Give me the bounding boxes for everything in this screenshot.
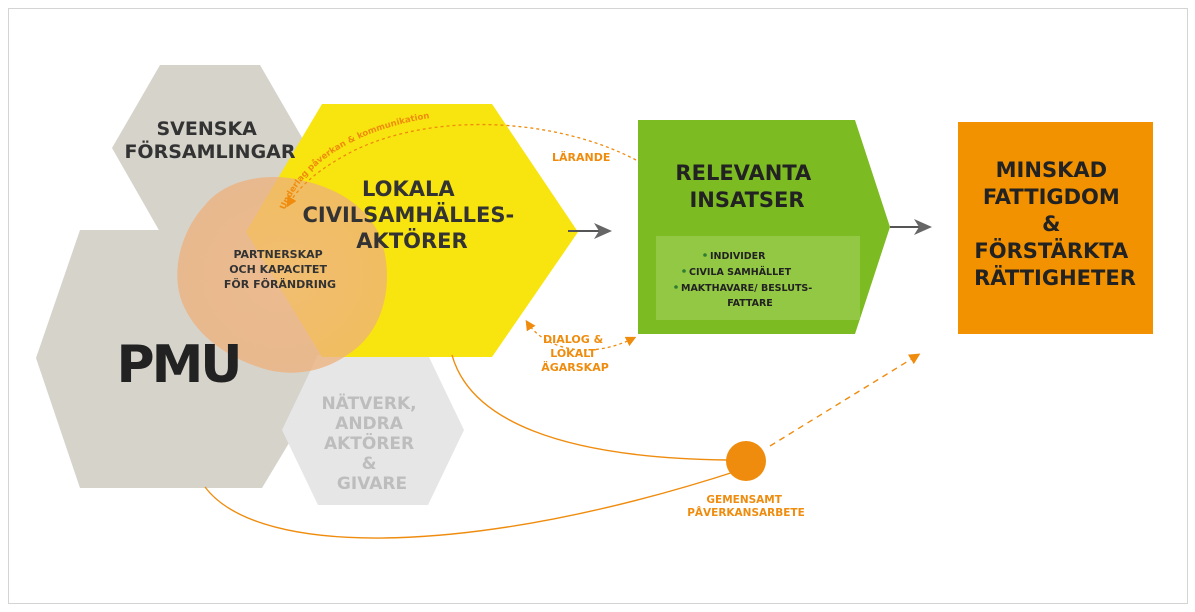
larande-arc xyxy=(286,123,637,208)
dialog-label: DIALOG & LOKALT ÄGARSKAP xyxy=(541,333,609,374)
partnerskap-blob xyxy=(177,177,387,373)
partnerskap-label: PARTNERSKAP OCH KAPACITET FÖR FÖRÄNDRING xyxy=(224,248,336,291)
gemensamt-label: GEMENSAMT PÅVERKANSARBETE xyxy=(687,494,805,519)
gemensamt-circle xyxy=(726,441,766,481)
list-item: INDIVIDER xyxy=(710,251,766,262)
natverk-hexagon xyxy=(282,355,464,505)
bullet-icon xyxy=(674,285,678,289)
larande-label: LÄRANDE xyxy=(552,150,610,164)
relevanta-title: RELEVANTA INSATSER xyxy=(675,161,818,212)
list-item: FATTARE xyxy=(727,298,773,309)
list-item: CIVILA SAMHÄLLET xyxy=(689,267,792,278)
arrow-lokala-to-relevanta xyxy=(568,223,612,239)
bullet-icon xyxy=(703,253,707,257)
bullet-icon xyxy=(682,269,686,273)
natverk-label: NÄTVERK, ANDRA AKTÖRER & GIVARE xyxy=(321,392,422,494)
dialog-arrow xyxy=(525,319,637,351)
outcome-box xyxy=(958,122,1153,334)
list-item: MAKTHAVARE/ BESLUTS- xyxy=(681,283,812,294)
curve-pmu-to-circle xyxy=(204,469,741,539)
outcome-label: MINSKAD FATTIGDOM & FÖRSTÄRKTA RÄTTIGHET… xyxy=(974,158,1136,290)
dashed-circle-to-outcome xyxy=(769,353,921,447)
arrow-relevanta-to-outcome xyxy=(890,219,932,235)
curve-lokala-to-circle xyxy=(451,354,729,461)
lokala-label: LOKALA CIVILSAMHÄLLES- AKTÖRER xyxy=(302,177,521,253)
relevanta-inner-panel xyxy=(656,236,860,320)
svenska-label: SVENSKA FÖRSAMLINGAR xyxy=(124,118,295,163)
pmu-logo: PMU xyxy=(116,335,239,395)
relevanta-list: INDIVIDER CIVILA SAMHÄLLET MAKTHAVARE/ B… xyxy=(674,251,812,309)
